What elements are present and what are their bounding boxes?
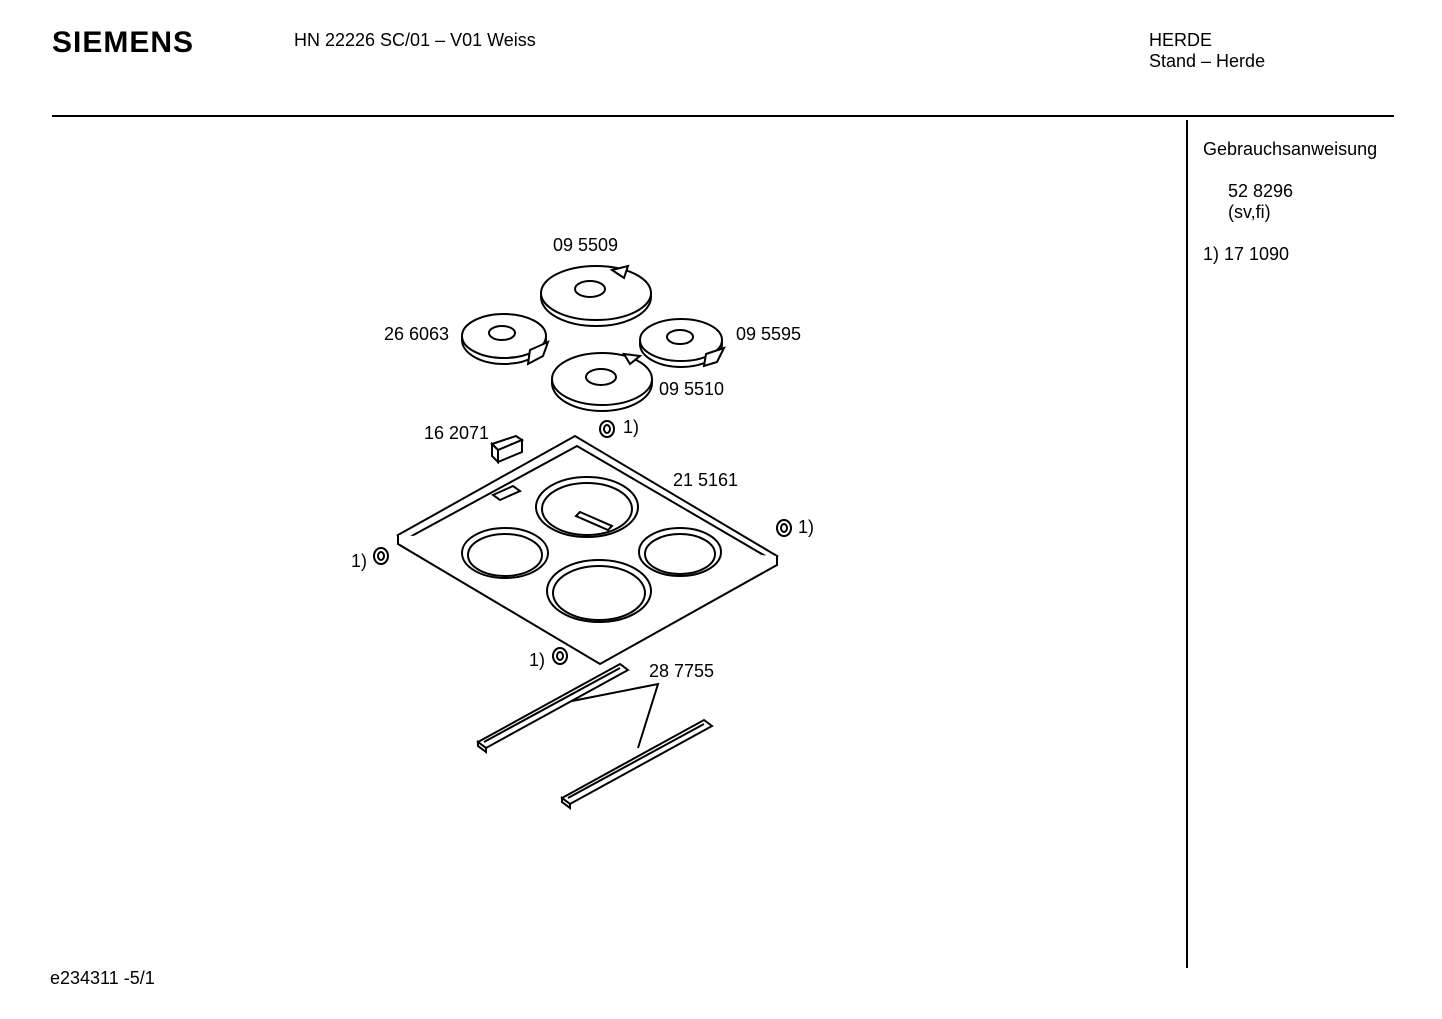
category-label: HERDE bbox=[1149, 30, 1213, 50]
hob-frame bbox=[395, 434, 780, 666]
label-nut-right: 1) bbox=[798, 517, 814, 537]
document-id: e234311 -5/1 bbox=[50, 968, 155, 988]
manual-number: 52 8296 bbox=[1228, 181, 1294, 201]
label-nut-bottom: 1) bbox=[529, 650, 545, 670]
manual-languages: (sv,fi) bbox=[1228, 202, 1271, 222]
label-hotplate-left: 26 6063 bbox=[384, 324, 449, 344]
label-nut-left: 1) bbox=[351, 551, 367, 571]
rail-upper bbox=[476, 662, 630, 754]
nut-left bbox=[373, 547, 389, 565]
brand-logo: SIEMENS bbox=[52, 26, 195, 59]
label-hob-frame: 21 5161 bbox=[673, 470, 738, 490]
sidebar-divider bbox=[1186, 120, 1188, 968]
handle-clip bbox=[490, 434, 525, 465]
footnote-reference: 1) 17 1090 bbox=[1203, 244, 1290, 264]
label-nut-top: 1) bbox=[623, 417, 639, 437]
subcategory-label: Stand – Herde bbox=[1149, 51, 1266, 71]
label-rails: 28 7755 bbox=[649, 661, 714, 681]
label-hotplate-right: 09 5595 bbox=[736, 324, 801, 344]
hotplate-back-large bbox=[540, 264, 652, 327]
nut-bottom bbox=[552, 647, 568, 665]
sidebar-title: Gebrauchsanweisung bbox=[1203, 139, 1378, 159]
nut-top bbox=[599, 420, 615, 438]
label-hotplate-front: 09 5510 bbox=[659, 379, 724, 399]
label-hotplate-back-large: 09 5509 bbox=[553, 235, 618, 255]
model-title: HN 22226 SC/01 – V01 Weiss bbox=[294, 30, 536, 50]
hotplate-right bbox=[639, 318, 726, 368]
exploded-parts-diagram: 09 5509 26 6063 09 5595 09 5510 16 2071 … bbox=[351, 235, 814, 810]
header-divider bbox=[52, 115, 1394, 117]
nut-right bbox=[776, 519, 792, 537]
rail-leader-lines bbox=[571, 682, 660, 749]
label-handle-clip: 16 2071 bbox=[424, 423, 489, 443]
hotplate-front bbox=[551, 352, 653, 412]
hotplate-left bbox=[461, 313, 550, 366]
rail-lower bbox=[560, 718, 714, 810]
